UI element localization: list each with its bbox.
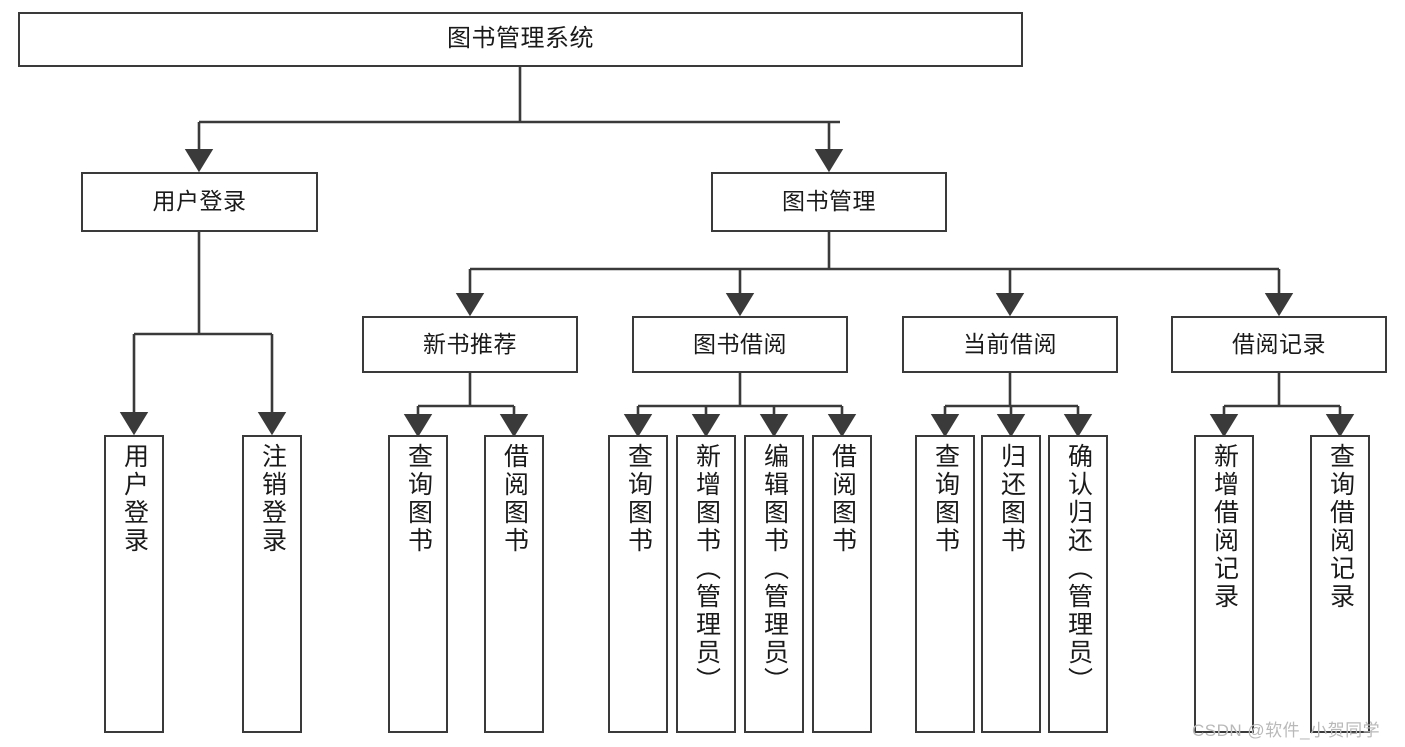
node-current-borrow[interactable]: 当前借阅 — [902, 316, 1118, 373]
node-root-label: 图书管理系统 — [447, 25, 594, 53]
node-borrow-record-label: 借阅记录 — [1232, 330, 1326, 357]
node-leaf-add-borrow-record[interactable]: 新增借阅记录 — [1194, 435, 1254, 733]
node-leaf-confirm-return-label: 确认归还（管理员） — [1064, 443, 1093, 695]
node-leaf-add-book-label: 新增图书（管理员） — [692, 443, 721, 695]
node-user-login[interactable]: 用户登录 — [81, 172, 318, 232]
node-leaf-query-book-3-label: 查询图书 — [931, 443, 960, 555]
node-leaf-query-book-1-label: 查询图书 — [404, 443, 433, 555]
node-leaf-query-borrow-record[interactable]: 查询借阅记录 — [1310, 435, 1370, 733]
node-leaf-logout-login[interactable]: 注销登录 — [242, 435, 302, 733]
node-current-borrow-label: 当前借阅 — [963, 330, 1057, 357]
node-root[interactable]: 图书管理系统 — [18, 12, 1023, 67]
node-leaf-user-login-label: 用户登录 — [120, 443, 149, 555]
node-leaf-confirm-return[interactable]: 确认归还（管理员） — [1048, 435, 1108, 733]
node-new-book-recommend[interactable]: 新书推荐 — [362, 316, 578, 373]
node-leaf-query-borrow-record-label: 查询借阅记录 — [1326, 443, 1355, 611]
node-new-book-recommend-label: 新书推荐 — [423, 330, 517, 357]
node-book-manage-label: 图书管理 — [782, 188, 876, 215]
node-leaf-add-book[interactable]: 新增图书（管理员） — [676, 435, 736, 733]
node-leaf-return-book-label: 归还图书 — [997, 443, 1026, 555]
node-leaf-query-book-1[interactable]: 查询图书 — [388, 435, 448, 733]
node-user-login-label: 用户登录 — [152, 188, 247, 215]
node-leaf-borrow-book-1-label: 借阅图书 — [500, 443, 529, 555]
node-leaf-add-borrow-record-label: 新增借阅记录 — [1210, 443, 1239, 611]
node-leaf-logout-login-label: 注销登录 — [258, 443, 287, 555]
node-leaf-query-book-2[interactable]: 查询图书 — [608, 435, 668, 733]
node-book-manage[interactable]: 图书管理 — [711, 172, 947, 232]
node-leaf-borrow-book-2[interactable]: 借阅图书 — [812, 435, 872, 733]
node-leaf-user-login[interactable]: 用户登录 — [104, 435, 164, 733]
node-leaf-borrow-book-1[interactable]: 借阅图书 — [484, 435, 544, 733]
node-book-borrow[interactable]: 图书借阅 — [632, 316, 848, 373]
node-leaf-edit-book-label: 编辑图书（管理员） — [760, 443, 789, 695]
node-borrow-record[interactable]: 借阅记录 — [1171, 316, 1387, 373]
node-leaf-borrow-book-2-label: 借阅图书 — [828, 443, 857, 555]
node-leaf-edit-book[interactable]: 编辑图书（管理员） — [744, 435, 804, 733]
csdn-watermark: CSDN @软件_小贺同学 — [1192, 721, 1381, 740]
node-book-borrow-label: 图书借阅 — [693, 330, 787, 357]
node-leaf-query-book-3[interactable]: 查询图书 — [915, 435, 975, 733]
node-leaf-query-book-2-label: 查询图书 — [624, 443, 653, 555]
node-leaf-return-book[interactable]: 归还图书 — [981, 435, 1041, 733]
